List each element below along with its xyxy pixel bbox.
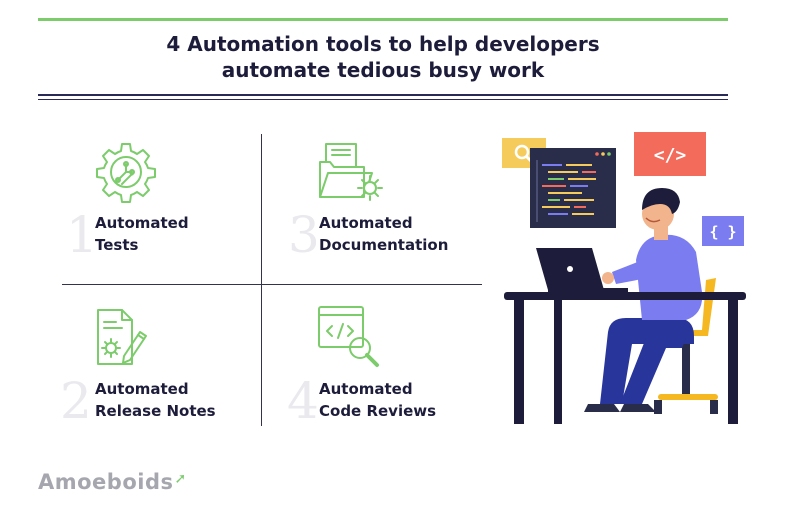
desk bbox=[504, 292, 746, 424]
title-underline bbox=[38, 94, 728, 96]
code-magnifier-icon bbox=[316, 304, 384, 370]
leaf-icon: ➚ bbox=[174, 471, 187, 487]
tool-label-code-reviews: Automated Code Reviews bbox=[319, 378, 436, 422]
tool-2-line-2: Release Notes bbox=[95, 402, 216, 420]
tool-4-line-1: Automated bbox=[319, 380, 413, 398]
developer-illustration: </> { } bbox=[496, 128, 756, 428]
title-line-1: 4 Automation tools to help developers bbox=[166, 32, 600, 56]
chair bbox=[654, 278, 718, 414]
person-legs bbox=[584, 318, 694, 412]
tool-3-line-1: Automated bbox=[319, 214, 413, 232]
tool-3-line-2: Documentation bbox=[319, 236, 449, 254]
brand-logo: Amoeboids➚ bbox=[38, 470, 187, 494]
page-title: 4 Automation tools to help developers au… bbox=[38, 31, 728, 83]
tool-1-line-2: Tests bbox=[95, 236, 139, 254]
grid-vertical-divider bbox=[261, 134, 262, 426]
code-tag-text: </> bbox=[654, 145, 687, 166]
tool-label-documentation: Automated Documentation bbox=[319, 212, 448, 256]
person-head bbox=[642, 188, 680, 240]
braces-badge: { } bbox=[702, 216, 744, 246]
tool-number-2: 2 bbox=[60, 372, 92, 430]
tool-2-line-1: Automated bbox=[95, 380, 189, 398]
title-underline-thin bbox=[38, 99, 728, 100]
tool-1-line-1: Automated bbox=[95, 214, 189, 232]
gear-circuit-icon bbox=[94, 140, 158, 204]
brand-name: Amoeboids bbox=[38, 470, 174, 494]
tool-number-3: 3 bbox=[288, 206, 320, 264]
folder-gear-icon bbox=[316, 140, 386, 206]
grid-horizontal-divider bbox=[62, 284, 482, 285]
tool-label-release-notes: Automated Release Notes bbox=[95, 378, 216, 422]
code-tag-badge: </> bbox=[634, 132, 706, 176]
document-pencil-icon bbox=[94, 306, 152, 368]
tool-number-4: 4 bbox=[287, 372, 319, 430]
tool-number-1: 1 bbox=[66, 206, 98, 264]
tool-label-tests: Automated Tests bbox=[95, 212, 189, 256]
tool-4-line-2: Code Reviews bbox=[319, 402, 437, 420]
code-editor-window bbox=[530, 148, 616, 228]
title-line-2: automate tedious busy work bbox=[221, 58, 545, 82]
person-torso bbox=[602, 234, 703, 320]
braces-text: { } bbox=[709, 223, 736, 241]
top-green-rule bbox=[38, 18, 728, 21]
laptop bbox=[536, 248, 628, 293]
